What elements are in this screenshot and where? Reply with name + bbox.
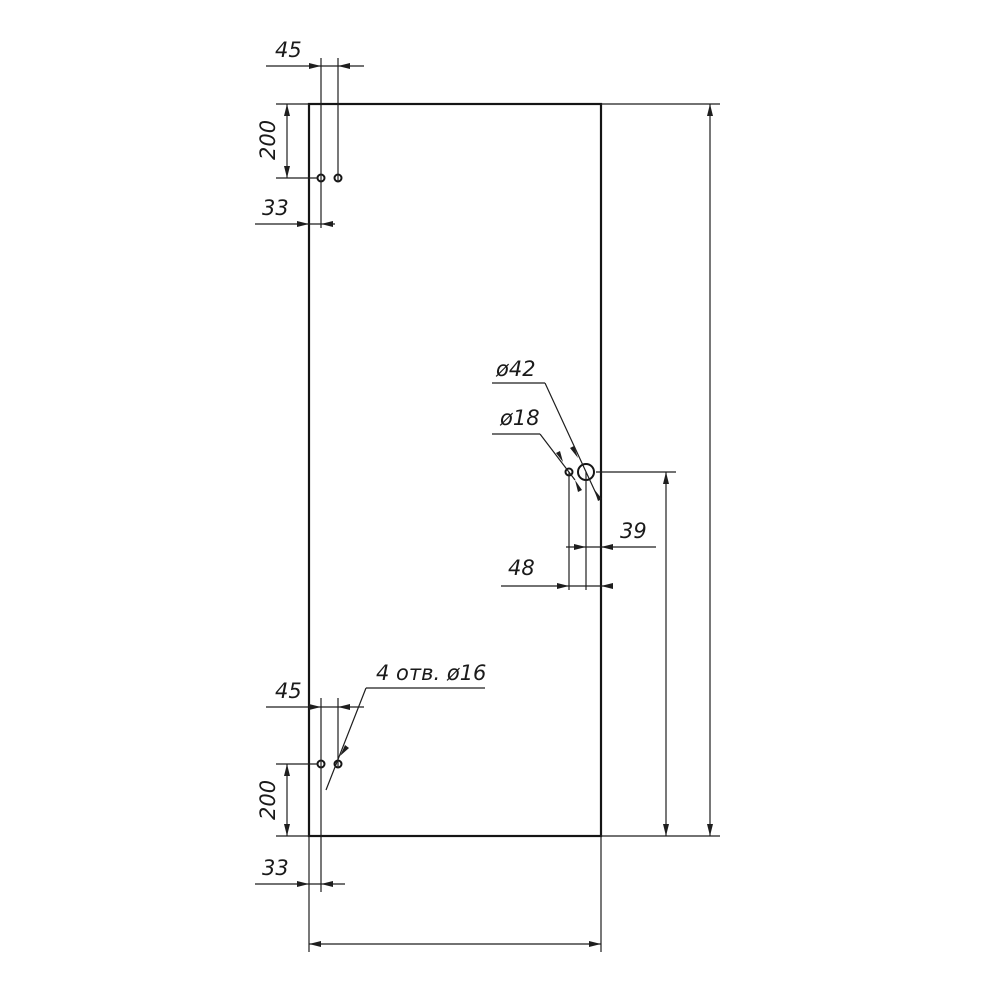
dim-text-handle-42: ø42 bbox=[495, 357, 536, 381]
dim-top-33: 33 bbox=[255, 196, 335, 227]
dim-handle-dia-42: ø42 bbox=[492, 357, 602, 501]
dim-text-top-200: 200 bbox=[256, 120, 280, 160]
dim-handle-48: 48 bbox=[501, 472, 613, 590]
dim-bottom-200: 200 bbox=[256, 763, 318, 837]
dim-bottom-holes-note: 4 отв. ø16 bbox=[325, 661, 486, 791]
handle-holes bbox=[564, 463, 595, 481]
dim-bottom-45: 45 bbox=[266, 679, 364, 892]
dim-handle-39: 39 bbox=[566, 472, 656, 590]
dim-text-bottom-200: 200 bbox=[256, 780, 280, 820]
dim-handle-height bbox=[596, 471, 676, 837]
dim-text-bottom-holes-note: 4 отв. ø16 bbox=[376, 661, 486, 685]
dim-overall-width bbox=[308, 836, 602, 952]
dim-text-bottom-45: 45 bbox=[275, 679, 302, 703]
dim-text-handle-39: 39 bbox=[620, 519, 647, 543]
panel-outline bbox=[307, 102, 603, 838]
dim-top-200: 200 bbox=[256, 103, 318, 179]
dim-top-45: 45 bbox=[266, 38, 364, 228]
dim-text-top-45: 45 bbox=[275, 38, 302, 62]
dim-bottom-33: 33 bbox=[255, 856, 345, 887]
dim-overall-height bbox=[601, 103, 720, 837]
dim-text-bottom-33: 33 bbox=[262, 856, 289, 880]
dim-text-handle-18: ø18 bbox=[499, 406, 540, 430]
dim-text-top-33: 33 bbox=[262, 196, 289, 220]
dim-text-handle-48: 48 bbox=[508, 556, 535, 580]
